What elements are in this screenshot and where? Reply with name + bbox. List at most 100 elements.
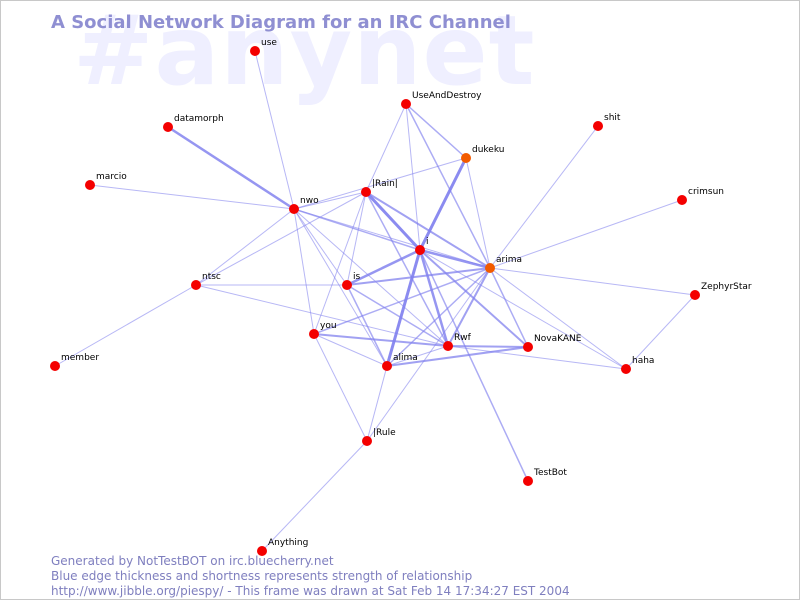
node-use[interactable]: use <box>250 38 277 56</box>
node-label: UseAndDestroy <box>412 91 482 101</box>
node-is[interactable]: is <box>342 272 361 290</box>
edge-i-alima <box>385 249 422 367</box>
edge-use-nwo <box>254 50 295 210</box>
edge-layer <box>54 50 696 552</box>
node-TestBot[interactable]: TestBot <box>523 468 567 486</box>
node-dot[interactable] <box>415 245 425 255</box>
edge-nwo-ntsc <box>195 208 295 286</box>
edge-i-Rwf <box>418 249 450 347</box>
edge-i-TestBot <box>419 249 529 482</box>
node-label: datamorph <box>174 114 224 124</box>
edge-shit-arima <box>489 125 599 269</box>
node-ZephyrStar[interactable]: ZephyrStar <box>690 282 752 300</box>
edge-Rain-you <box>313 191 367 335</box>
node-ntsc[interactable]: ntsc <box>191 272 221 290</box>
node-dot[interactable] <box>677 195 687 205</box>
edge-arima-Rule <box>366 267 491 442</box>
edge-Rwf-haha <box>447 345 627 370</box>
node-dot[interactable] <box>50 361 60 371</box>
node-label: |Rain| <box>372 179 398 189</box>
node-label: haha <box>632 356 654 366</box>
node-dot[interactable] <box>382 361 392 371</box>
node-label: i <box>426 237 429 247</box>
node-dot[interactable] <box>85 180 95 190</box>
edge-nwo-Rwf <box>293 208 449 347</box>
node-dot[interactable] <box>342 280 352 290</box>
edge-dukeku-i <box>418 157 468 251</box>
footer-generated-by: Generated by NotTestBOT on irc.bluecherr… <box>51 554 334 568</box>
footer: Generated by NotTestBOT on irc.bluecherr… <box>51 554 570 599</box>
node-label: is <box>353 272 361 282</box>
node-dot[interactable] <box>593 121 603 131</box>
node-dot[interactable] <box>362 436 372 446</box>
edge-you-Rwf <box>313 333 449 347</box>
node-marcio[interactable]: marcio <box>85 172 127 190</box>
node-Rain[interactable]: |Rain| <box>361 179 398 197</box>
edge-marcio-nwo <box>89 184 295 210</box>
edge-datamorph-nwo <box>167 125 295 211</box>
node-Rwf[interactable]: Rwf <box>443 333 472 351</box>
node-haha[interactable]: haha <box>621 356 654 374</box>
node-label: dukeku <box>472 145 504 155</box>
node-dot[interactable] <box>523 342 533 352</box>
node-label: TestBot <box>533 468 567 478</box>
node-dot[interactable] <box>191 280 201 290</box>
edge-dukeku-arima <box>465 157 491 269</box>
node-dot[interactable] <box>523 476 533 486</box>
node-arima[interactable]: arima <box>485 255 522 273</box>
node-dot[interactable] <box>361 187 371 197</box>
node-label: Anything <box>268 538 308 548</box>
edge-i-haha <box>419 249 627 370</box>
edge-arima-you <box>313 267 491 335</box>
node-dot[interactable] <box>309 329 319 339</box>
node-dot[interactable] <box>250 46 260 56</box>
channel-watermark: #anynet <box>73 0 536 107</box>
footer-legend-note: Blue edge thickness and shortness repres… <box>51 569 473 583</box>
edge-arima-is <box>346 267 491 286</box>
node-dot[interactable] <box>461 153 471 163</box>
edge-nwo-Rain <box>293 191 367 210</box>
edge-arima-Rwf <box>447 267 491 347</box>
edge-Rwf-alima <box>386 345 449 367</box>
node-Rule[interactable]: |Rule <box>362 428 396 446</box>
edge-NovaKANE-alima <box>386 346 529 367</box>
node-i[interactable]: i <box>415 237 429 255</box>
edge-ntsc-member <box>54 284 197 367</box>
node-Anything[interactable]: Anything <box>257 538 308 556</box>
node-label: arima <box>496 255 522 265</box>
node-dot[interactable] <box>257 546 267 556</box>
edge-UseAndDestroy-arima <box>405 103 491 269</box>
node-label: Rwf <box>454 333 472 343</box>
node-shit[interactable]: shit <box>593 113 621 131</box>
node-dot[interactable] <box>163 122 173 132</box>
node-member[interactable]: member <box>50 353 99 371</box>
node-dot[interactable] <box>690 290 700 300</box>
edge-ntsc-Rwf <box>195 284 449 347</box>
node-NovaKANE[interactable]: NovaKANE <box>523 334 582 352</box>
node-you[interactable]: you <box>309 321 337 339</box>
edge-nwo-arima <box>293 208 491 269</box>
edge-Rule-Anything <box>261 440 368 552</box>
node-nwo[interactable]: nwo <box>289 196 319 214</box>
edge-nwo-is <box>293 208 348 286</box>
node-dot[interactable] <box>443 341 453 351</box>
node-label: use <box>261 38 277 48</box>
node-dukeku[interactable]: dukeku <box>461 145 504 163</box>
node-dot[interactable] <box>621 364 631 374</box>
node-dot[interactable] <box>485 263 495 273</box>
node-label: ntsc <box>202 272 221 282</box>
node-datamorph[interactable]: datamorph <box>163 114 224 132</box>
edge-is-alima <box>346 284 388 367</box>
node-crimsun[interactable]: crimsun <box>677 187 724 205</box>
node-UseAndDestroy[interactable]: UseAndDestroy <box>401 91 482 109</box>
node-label: member <box>61 353 99 363</box>
footer-url-timestamp[interactable]: http://www.jibble.org/piespy/ - This fra… <box>51 584 570 598</box>
node-alima[interactable]: alima <box>382 353 418 371</box>
edge-Rain-arima <box>365 191 491 269</box>
node-label: crimsun <box>688 187 724 197</box>
edge-arima-ZephyrStar <box>489 267 696 296</box>
node-dot[interactable] <box>401 99 411 109</box>
node-dot[interactable] <box>289 204 299 214</box>
